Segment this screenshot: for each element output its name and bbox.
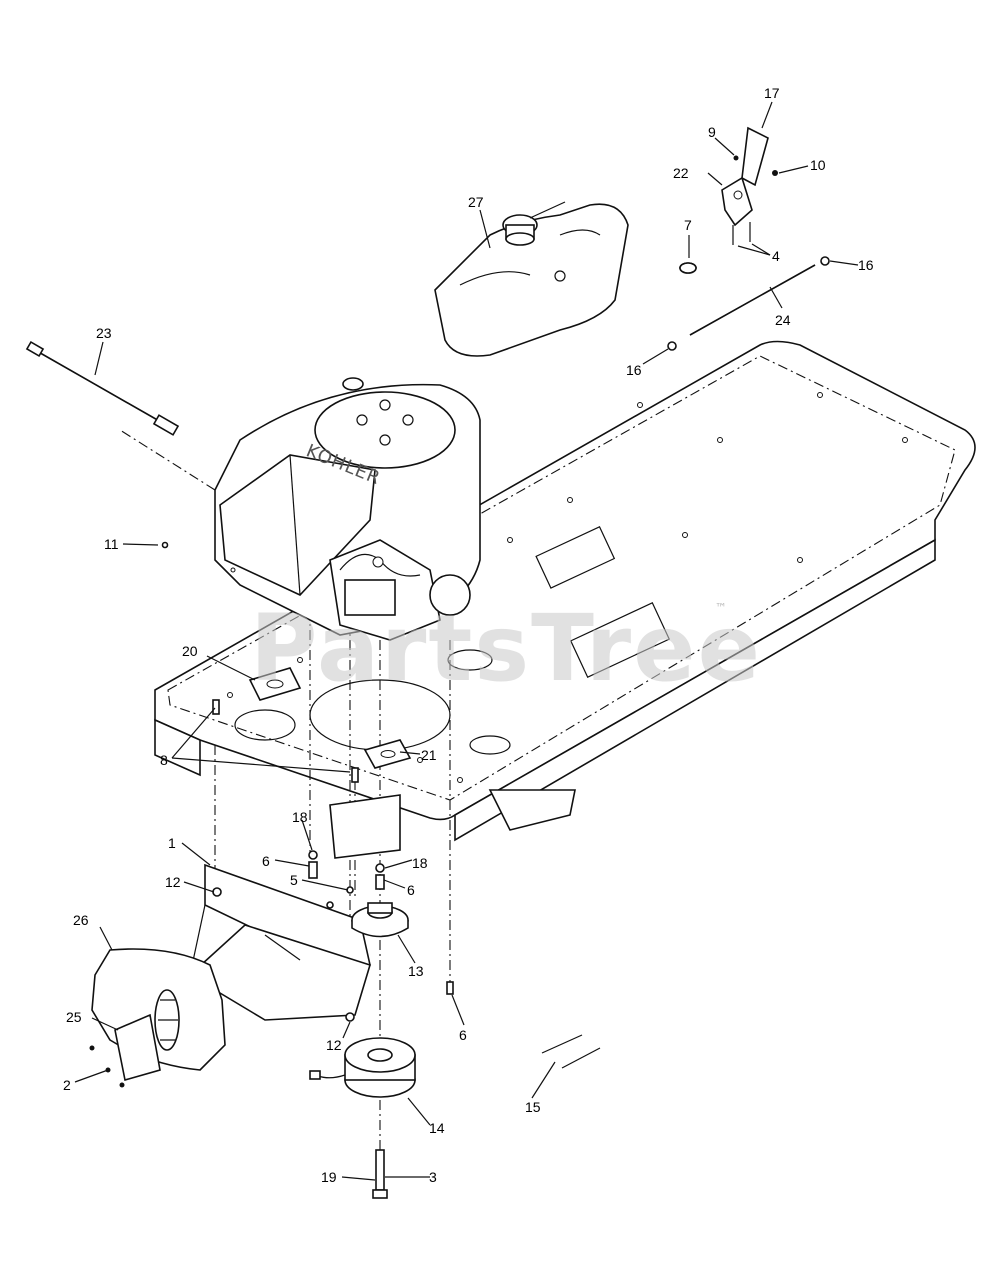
callout-15: 15 [525,1099,541,1115]
electric-clutch [309,1037,416,1098]
throttle-lever [721,126,778,245]
clutch-bolt [372,1149,388,1199]
throttle-cable [25,340,180,436]
callout-12b: 12 [326,1037,342,1053]
callout-24: 24 [775,312,791,328]
callout-12a: 12 [165,874,181,890]
fuel-tank [434,201,629,357]
watermark-text: PartsTree [250,595,762,702]
callout-6c: 6 [459,1027,467,1043]
callout-19: 19 [321,1169,337,1185]
callout-20: 20 [182,643,198,659]
callout-10: 10 [810,157,826,173]
callout-6b: 6 [407,882,415,898]
callout-2: 2 [63,1077,71,1093]
watermark-trademark: ™ [715,601,727,615]
callout-4: 4 [772,248,780,264]
callout-22: 22 [673,165,689,181]
watermark: PartsTree ™ [250,595,762,702]
callout-13: 13 [408,963,424,979]
callout-11: 11 [104,536,119,552]
callout-9: 9 [708,124,716,140]
belt-marks [541,1034,601,1069]
callout-18a: 18 [292,809,308,825]
callout-8: 8 [160,752,168,768]
callout-23: 23 [96,325,112,341]
pulley [351,902,409,938]
muffler [89,948,226,1088]
callout-7: 7 [684,217,692,233]
callout-17: 17 [764,85,780,101]
callout-18b: 18 [412,855,428,871]
callout-5: 5 [290,872,298,888]
mount-gaskets [248,667,412,859]
hardware [161,262,697,1022]
callout-21: 21 [421,747,437,763]
leader-lines [74,101,859,1181]
callout-3: 3 [429,1169,437,1185]
frame-plate [154,340,976,842]
callout-1: 1 [168,835,176,851]
callout-25: 25 [66,1009,82,1025]
callout-16a: 16 [858,257,874,273]
engine: KOHLER [214,377,481,641]
callouts: 1 2 3 4 5 6 6 6 7 8 9 10 11 12 12 13 14 … [63,85,874,1185]
heat-shield [188,863,371,1021]
callout-14: 14 [429,1120,445,1136]
callout-26: 26 [73,912,89,928]
callout-16b: 16 [626,362,642,378]
callout-27: 27 [468,194,484,210]
callout-6a: 6 [262,853,270,869]
